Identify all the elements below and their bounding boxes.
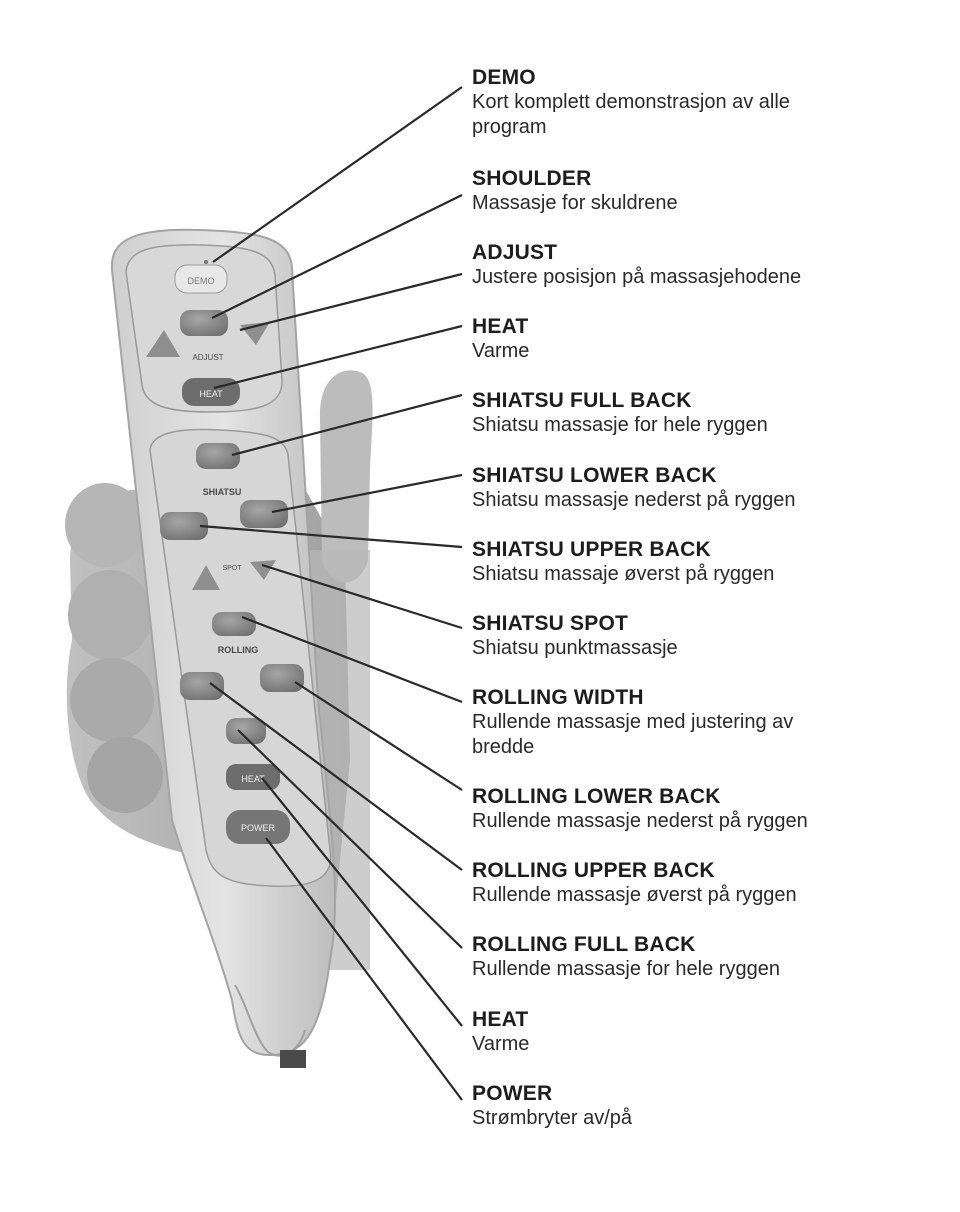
bottom-panel xyxy=(149,428,332,888)
callout-desc: Kort komplett demonstrasjon av alle prog… xyxy=(472,91,790,138)
callout-title: HEAT xyxy=(472,315,529,338)
leader-shiatsu-full xyxy=(231,393,463,457)
shiatsu-spot-button[interactable] xyxy=(250,560,276,580)
rolling-width-button[interactable] xyxy=(212,612,256,636)
callout-title: SHIATSU SPOT xyxy=(472,612,629,635)
shiatsu-full-back-button[interactable] xyxy=(196,443,240,469)
finger-1 xyxy=(65,483,145,567)
leader-rolling-full xyxy=(237,729,463,949)
shiatsu-lower-back-button[interactable] xyxy=(240,500,288,528)
callout-desc: Varme xyxy=(472,340,530,362)
callout-title: SHIATSU LOWER BACK xyxy=(472,464,717,487)
shiatsu-label: SHIATSU xyxy=(203,487,242,497)
shiatsu-upper-back-button[interactable] xyxy=(160,512,208,540)
callout-desc: Varme xyxy=(472,1033,530,1055)
leader-rolling-lower xyxy=(294,681,463,791)
callout-title: DEMO xyxy=(472,66,536,89)
spot-up-button[interactable] xyxy=(192,565,220,590)
callout-title: ROLLING LOWER BACK xyxy=(472,785,721,808)
rolling-label: ROLLING xyxy=(218,645,259,655)
leader-heat-top xyxy=(213,324,463,390)
cable xyxy=(280,1050,306,1068)
callout-desc: Rullende massasje for hele ryggen xyxy=(472,958,780,980)
callout-adjust: ADJUST Justere posisjon på massasjehoden… xyxy=(472,241,942,290)
finger-4 xyxy=(87,737,163,813)
leader-shiatsu-spot xyxy=(261,563,463,630)
finger-2 xyxy=(68,570,152,660)
adjust-up-button[interactable] xyxy=(146,330,180,357)
power-button[interactable] xyxy=(226,810,290,844)
remote-body-group: DEMO ADJUST HEAT SHIATSU SPOT ROLLING HE xyxy=(111,228,336,1068)
cable-neck xyxy=(234,984,306,1057)
callout-title: SHIATSU FULL BACK xyxy=(472,389,692,412)
callout-title: SHIATSU UPPER BACK xyxy=(472,538,711,561)
callout-shiatsu-spot: SHIATSU SPOT Shiatsu punktmassasje xyxy=(472,612,942,661)
callout-desc: Strømbryter av/på xyxy=(472,1107,633,1129)
rolling-upper-back-button[interactable] xyxy=(180,672,224,700)
callout-desc: Shiatsu punktmassasje xyxy=(472,637,678,659)
callout-desc: Rullende massasje med justering av bredd… xyxy=(472,711,794,758)
callout-desc: Rullende massasje nederst på ryggen xyxy=(472,810,808,832)
callout-rolling-width: ROLLING WIDTH Rullende massasje med just… xyxy=(472,686,942,760)
callout-shoulder: SHOULDER Massasje for skuldrene xyxy=(472,167,942,216)
callout-title: HEAT xyxy=(472,1008,529,1031)
leader-shiatsu-lower xyxy=(271,473,463,514)
leader-rolling-upper xyxy=(209,682,463,871)
leader-shoulder xyxy=(211,194,463,319)
callout-title: ROLLING WIDTH xyxy=(472,686,644,709)
callout-heat-top: HEAT Varme xyxy=(472,315,942,364)
callout-rolling-lower-back: ROLLING LOWER BACK Rullende massasje ned… xyxy=(472,785,942,834)
thumb xyxy=(319,370,373,583)
rolling-lower-back-button[interactable] xyxy=(260,664,304,692)
callout-title: POWER xyxy=(472,1082,553,1105)
callout-title: ROLLING UPPER BACK xyxy=(472,859,715,882)
callout-rolling-upper-back: ROLLING UPPER BACK Rullende massasje øve… xyxy=(472,859,942,908)
leader-rolling-width xyxy=(241,615,463,704)
callout-desc: Rullende massasje øverst på ryggen xyxy=(472,884,797,906)
leader-lines xyxy=(199,86,463,1101)
callout-desc: Massasje for skuldrene xyxy=(472,192,678,214)
demo-button[interactable] xyxy=(174,264,228,294)
callout-shiatsu-lower-back: SHIATSU LOWER BACK Shiatsu massasje nede… xyxy=(472,464,942,513)
leader-heat-bottom xyxy=(261,777,463,1027)
heat-top-label: HEAT xyxy=(199,389,223,399)
callout-desc: Shiatsu massasje for hele ryggen xyxy=(472,414,768,436)
callout-rolling-full-back: ROLLING FULL BACK Rullende massasje for … xyxy=(472,933,942,982)
demo-led xyxy=(204,260,208,264)
leader-power xyxy=(265,837,463,1101)
callout-desc: Justere posisjon på massasjehodene xyxy=(472,266,802,288)
callout-title: ADJUST xyxy=(472,241,558,264)
callout-title: SHOULDER xyxy=(472,167,592,190)
power-label: POWER xyxy=(241,823,276,833)
leader-demo xyxy=(212,86,463,263)
callout-shiatsu-upper-back: SHIATSU UPPER BACK Shiatsu massaje øvers… xyxy=(472,538,942,587)
callout-power: POWER Strømbryter av/på xyxy=(472,1082,942,1131)
callout-heat-bottom: HEAT Varme xyxy=(472,1008,942,1057)
adjust-label: ADJUST xyxy=(192,353,223,362)
heat-bottom-label: HEAT xyxy=(241,774,265,784)
demo-button-label: DEMO xyxy=(188,276,215,286)
leader-shiatsu-upper xyxy=(199,524,463,549)
callout-demo: DEMO Kort komplett demonstrasjon av alle… xyxy=(472,66,942,140)
callout-desc: Shiatsu massaje øverst på ryggen xyxy=(472,563,775,585)
callout-title: ROLLING FULL BACK xyxy=(472,933,696,956)
callout-desc: Shiatsu massasje nederst på ryggen xyxy=(472,489,796,511)
spot-label: SPOT xyxy=(222,565,242,572)
finger-3 xyxy=(70,658,154,742)
leader-adjust xyxy=(239,272,463,332)
callout-shiatsu-full-back: SHIATSU FULL BACK Shiatsu massasje for h… xyxy=(472,389,942,438)
rolling-full-back-button[interactable] xyxy=(226,718,266,744)
